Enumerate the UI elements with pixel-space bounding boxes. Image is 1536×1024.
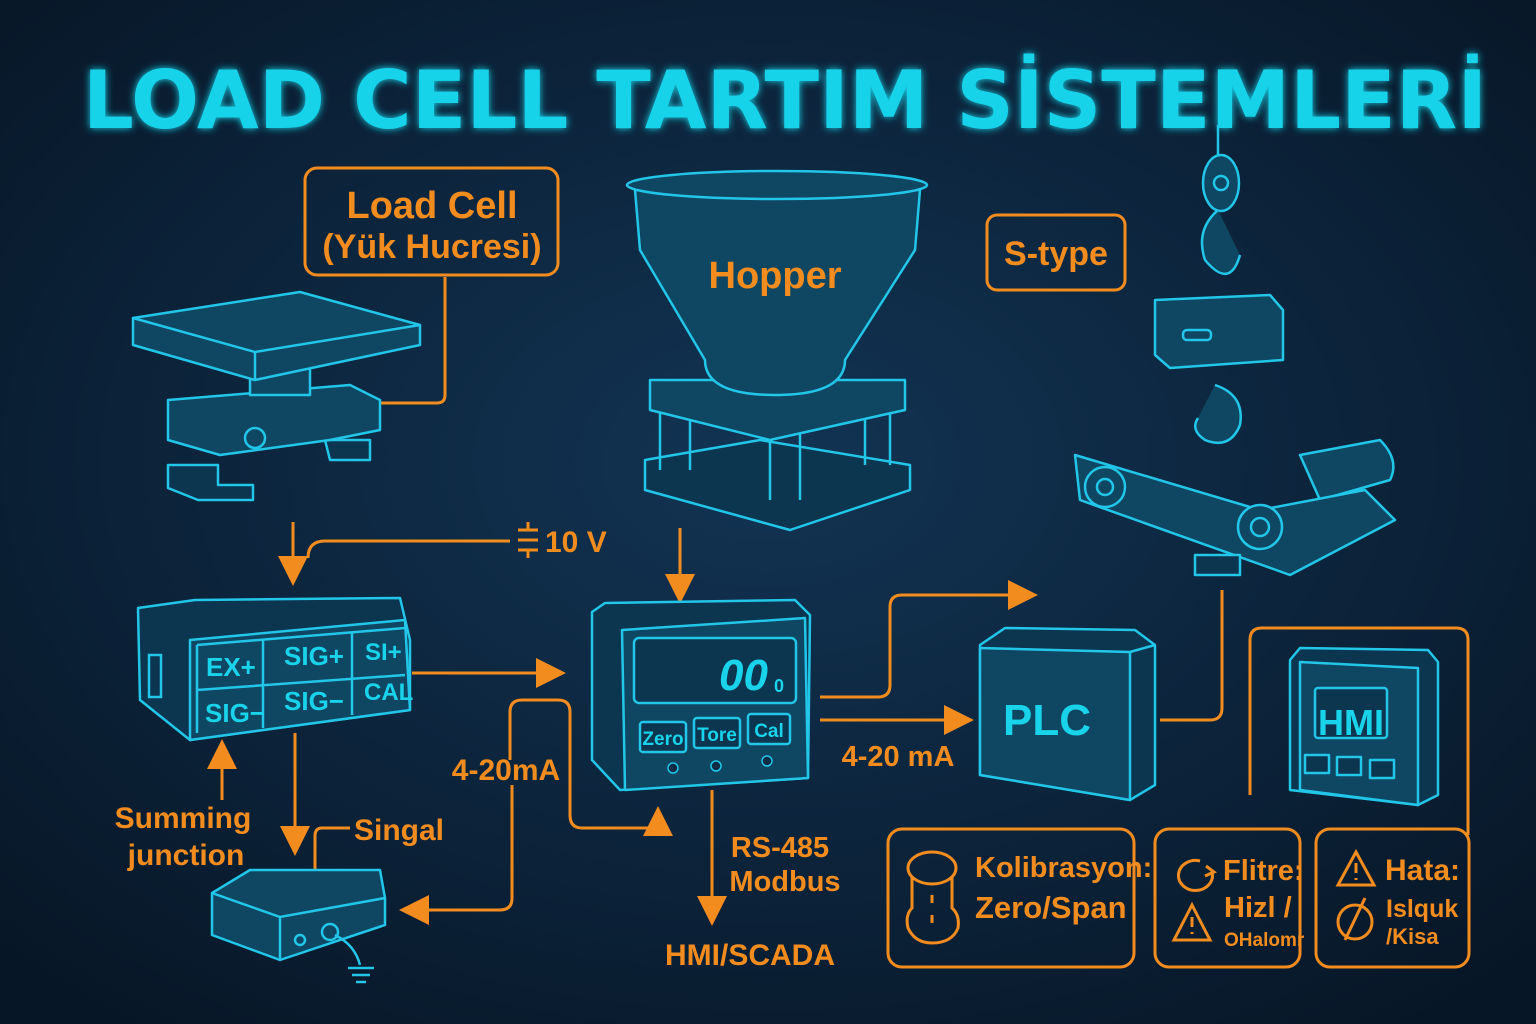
summing-label-1: Summing xyxy=(115,802,252,835)
cal-button[interactable]: Cal xyxy=(746,712,792,746)
info-box-error: Hata: Islquk /Kisa xyxy=(1314,827,1471,969)
signal-amplifier-icon xyxy=(210,868,387,984)
terminal-sig-minus-2: SIG− xyxy=(284,686,344,716)
hmi-scada-label: HMI/SCADA xyxy=(665,939,835,972)
dc-voltage-icon xyxy=(518,522,538,558)
summing-label-2: junction xyxy=(127,839,245,872)
info-box-filter: Flitre: Hizl / OHalomr xyxy=(1153,827,1305,969)
signal-label: Singal xyxy=(354,814,444,847)
current-loop-left-label: 4-20mA xyxy=(452,754,560,787)
page-title: LOAD CELL TARTIM SİSTEMLERİ xyxy=(83,53,1487,147)
load-cell-title: Load Cell xyxy=(346,185,517,227)
terminal-cal: CAL xyxy=(364,679,413,706)
refresh-warning-icon xyxy=(1171,858,1217,942)
crane-scale-icon xyxy=(1153,125,1285,445)
rs485-label: RS-485 xyxy=(731,832,829,864)
filter-value: Hizl / xyxy=(1224,892,1292,924)
filter-title: Flitre: xyxy=(1223,855,1304,887)
indicator-display-unit: 0 xyxy=(774,676,784,696)
terminal-ex-plus: EX+ xyxy=(206,652,256,682)
platform-scale-icon xyxy=(131,290,422,502)
info-box-calibration: Kolibrasyon: Zero/Span xyxy=(886,827,1152,969)
load-cell-icon xyxy=(905,850,960,945)
error-option: /Kisa xyxy=(1386,924,1439,949)
plc-box xyxy=(978,626,1157,802)
indicator-display: 00 xyxy=(719,651,768,700)
tare-button[interactable]: Tore xyxy=(692,716,742,750)
hopper-label: Hopper xyxy=(709,255,842,297)
tare-button-label: Tore xyxy=(697,725,737,746)
calibration-title: Kolibrasyon: xyxy=(975,852,1152,884)
junction-box xyxy=(136,596,412,742)
load-cell-label: Load Cell (Yük Hucresi) xyxy=(303,166,560,405)
zero-button[interactable]: Zero xyxy=(638,720,688,754)
excitation-label: 10 V xyxy=(545,526,607,559)
terminal-sig-plus: SIG+ xyxy=(284,641,344,671)
warning-compass-icon xyxy=(1335,848,1377,941)
hmi-label: HMI xyxy=(1318,702,1384,743)
terminal-si-plus: SI+ xyxy=(365,639,402,666)
calibration-value: Zero/Span xyxy=(975,890,1127,925)
modbus-label: Modbus xyxy=(729,866,840,898)
s-type-label-box xyxy=(985,213,1127,292)
conveyor-scale-icon xyxy=(1073,438,1397,577)
zero-button-label: Zero xyxy=(642,729,683,750)
hmi-device xyxy=(1288,646,1440,807)
hopper-icon: Hopper xyxy=(625,169,929,532)
error-value: Islquk xyxy=(1386,895,1458,923)
plc-label: PLC xyxy=(1003,696,1091,745)
s-type-label: S-type xyxy=(1004,235,1108,273)
cal-button-label: Cal xyxy=(754,721,784,742)
load-cell-subtitle: (Yük Hucresi) xyxy=(322,228,541,266)
error-title: Hata: xyxy=(1385,854,1460,887)
current-loop-right-label: 4-20 mA xyxy=(842,741,955,773)
terminal-sig-minus-1: SIG− xyxy=(205,698,265,728)
filter-option: OHalomr xyxy=(1224,930,1305,951)
